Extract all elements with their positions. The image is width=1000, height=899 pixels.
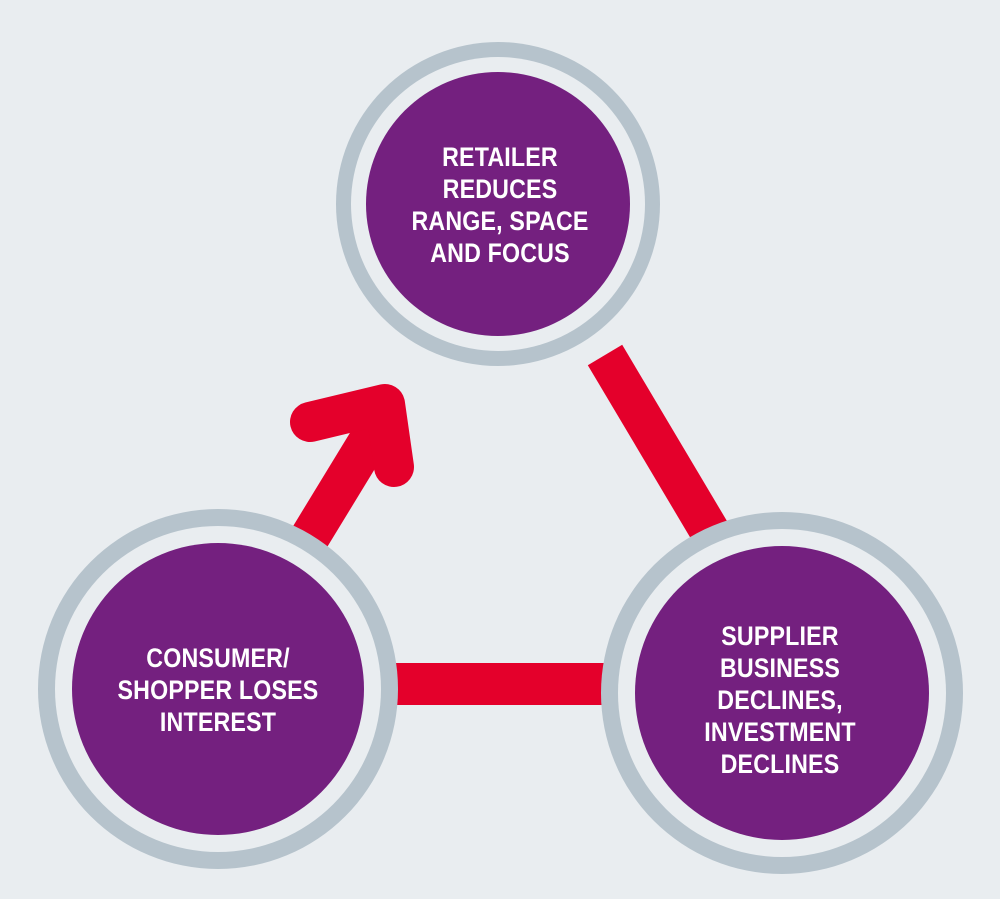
node-right-label-line: DECLINES, — [717, 685, 843, 715]
node-top-label-line: RANGE, SPACE — [411, 206, 589, 236]
connector-top-to-right — [587, 344, 730, 546]
node-left-label-line: CONSUMER/ — [146, 643, 290, 673]
node-left-label-line: INTEREST — [159, 707, 277, 737]
node-right-label-line: DECLINES — [720, 749, 840, 779]
node-right — [601, 512, 963, 874]
node-top-fill — [366, 72, 630, 336]
node-left-label: CONSUMER/ SHOPPER LOSES INTEREST — [118, 610, 319, 770]
node-top — [336, 42, 660, 366]
node-top-label: RETAILER REDUCES RANGE, SPACE AND FOCUS — [405, 125, 594, 285]
node-right-label-line: BUSINESS — [719, 653, 841, 683]
node-left — [38, 509, 398, 869]
connector-right-to-left — [390, 663, 612, 705]
node-top-label-line: AND FOCUS — [430, 238, 570, 268]
node-left-label-line: SHOPPER LOSES — [117, 675, 319, 705]
node-right-fill — [635, 546, 929, 840]
connector-left-to-top-arrow-head — [290, 384, 414, 487]
node-right-label: SUPPLIER BUSINESS DECLINES, INVESTMENT D… — [685, 610, 874, 790]
connector-left-to-top-arrow-shaft — [287, 411, 398, 556]
node-left-fill — [72, 543, 364, 835]
node-right-label-line: SUPPLIER — [721, 621, 839, 651]
node-right-label-line: INVESTMENT — [704, 717, 856, 747]
node-top-label-line: REDUCES — [442, 174, 558, 204]
node-top-label-line: RETAILER — [442, 142, 558, 172]
